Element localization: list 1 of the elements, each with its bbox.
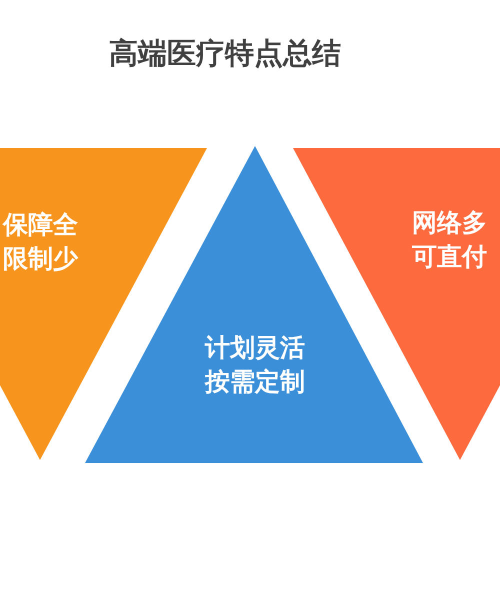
title: 高端医疗特点总结 (108, 35, 342, 72)
